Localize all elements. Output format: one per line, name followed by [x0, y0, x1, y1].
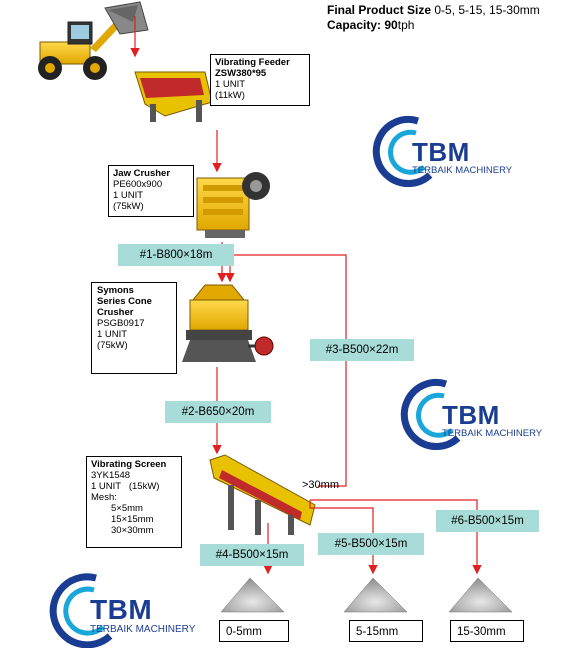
product-0-5: 0-5mm [219, 620, 289, 642]
screen-mesh-label: Mesh: [91, 492, 117, 503]
jaw-power: (75kW) [113, 201, 144, 212]
tbm-swirl-icon [49, 573, 113, 649]
screen-mesh-1: 5×5mm [111, 503, 143, 514]
tbm-brand: TBM [442, 400, 500, 430]
cone-power: (75kW) [97, 340, 128, 351]
cone-model: PSGB0917 [97, 318, 145, 329]
belt-5-label: #5-B500×15m [318, 533, 424, 555]
cone-name-2: Series Cone [97, 296, 152, 307]
capacity-unit: tph [397, 18, 415, 32]
product-pile-5-15 [343, 577, 408, 613]
cone-name-1: Symons [97, 285, 134, 296]
jaw-name: Jaw Crusher [113, 168, 171, 179]
screen-name: Vibrating Screen [91, 459, 167, 470]
belt-1-label: #1-B800×18m [118, 244, 234, 266]
product-pile-0-5 [220, 577, 285, 613]
belt-4-label: #4-B500×15m [200, 544, 304, 566]
feeder-model: ZSW380*95 [215, 68, 267, 79]
belt-2-label: #2-B650×20m [165, 401, 271, 423]
jaw-crusher-illustration [196, 172, 270, 238]
cone-crusher-illustration [182, 284, 274, 362]
tbm-company: TERBAIK MACHINERY [412, 165, 513, 176]
screen-mesh-3: 30×30mm [111, 525, 154, 536]
cone-name-3: Crusher [97, 307, 134, 318]
feeder-label: Vibrating Feeder ZSW380*95 1 UNIT (11kW) [210, 54, 310, 106]
tbm-logo-bottom: TBM TERBAIK MACHINERY [48, 572, 213, 649]
wheel-loader-illustration [38, 1, 149, 80]
screen-qty: 1 UNIT (15kW) [91, 481, 160, 492]
final-size-value: 0-5, 5-15, 15-30mm [434, 3, 540, 17]
vibrating-screen-illustration [209, 454, 316, 535]
capacity-label: Capacity: [327, 18, 382, 32]
belt-3-label: #3-B500×22m [310, 339, 414, 361]
tbm-swirl-icon [372, 116, 433, 187]
tbm-company: TERBAIK MACHINERY [442, 428, 543, 439]
capacity-value: 90 [384, 18, 398, 32]
belt-6-label: #6-B500×15m [436, 510, 539, 532]
vibrating-screen-label: Vibrating Screen 3YK1548 1 UNIT (15kW) M… [86, 456, 182, 548]
tbm-brand: TBM [412, 137, 470, 167]
oversize-label: >30mm [302, 479, 339, 491]
screen-mesh-2: 15×15mm [111, 514, 154, 525]
cone-crusher-label: Symons Series Cone Crusher PSGB0917 1 UN… [91, 282, 177, 374]
final-size-label: Final Product Size [327, 3, 432, 17]
jaw-crusher-label: Jaw Crusher PE600x900 1 UNIT (75kW) [108, 165, 194, 217]
tbm-brand: TBM [90, 594, 153, 625]
screen-model: 3YK1548 [91, 470, 131, 481]
tbm-logo-top: TBM TERBAIK MACHINERY [372, 115, 532, 187]
vibrating-feeder-illustration [134, 71, 213, 122]
feeder-name: Vibrating Feeder [215, 57, 290, 68]
product-15-30: 15-30mm [450, 620, 524, 642]
jaw-model: PE600x900 [113, 179, 163, 190]
product-5-15: 5-15mm [349, 620, 423, 642]
jaw-qty: 1 UNIT [113, 190, 144, 201]
capacity: Capacity: 90tph [327, 18, 414, 32]
cone-qty: 1 UNIT [97, 329, 128, 340]
tbm-swirl-icon [400, 379, 461, 450]
tbm-company: TERBAIK MACHINERY [90, 624, 196, 635]
final-product-size: Final Product Size 0-5, 5-15, 15-30mm [327, 3, 540, 17]
tbm-logo-middle: TBM TERBAIK MACHINERY [400, 378, 560, 450]
product-pile-15-30 [448, 577, 513, 613]
feeder-qty: 1 UNIT [215, 79, 246, 90]
feeder-power: (11kW) [215, 90, 245, 101]
